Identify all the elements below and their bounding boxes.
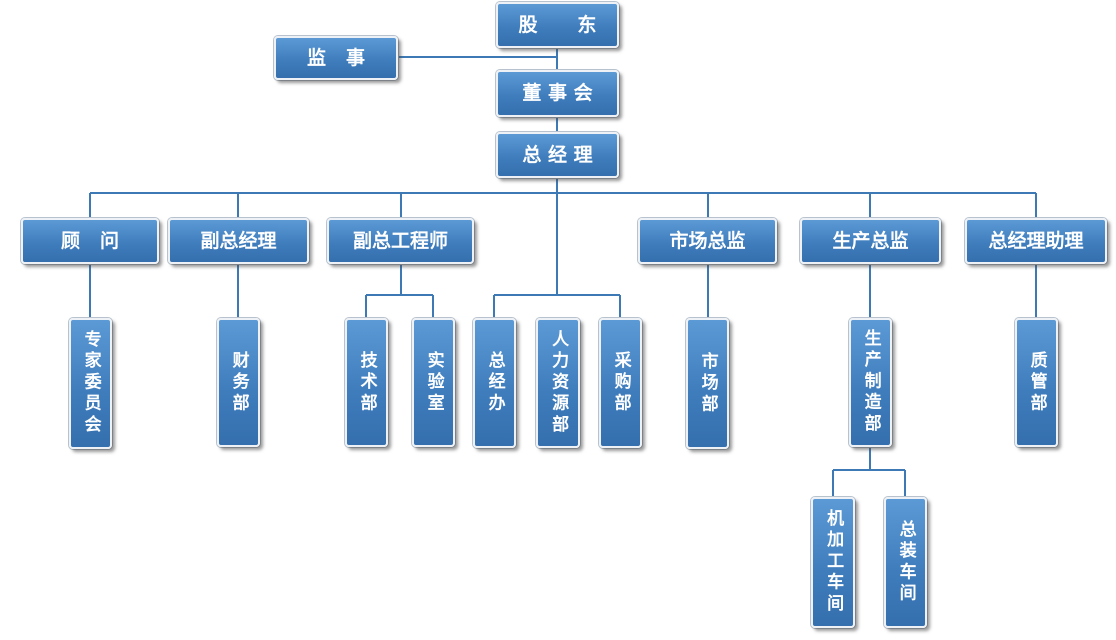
production-director-label: 生产总监: [832, 229, 909, 252]
assembly-workshop-label: 总装车间: [895, 520, 916, 605]
gm-assistant-label: 总经理助理: [988, 229, 1084, 252]
advisor-box: 顾 问: [21, 218, 159, 264]
gm-office-box: 总经办: [473, 318, 516, 448]
marketing-dept-label: 市场部: [697, 351, 718, 416]
board-box: 董 事 会: [496, 70, 619, 117]
hr-dept-box: 人力资源部: [536, 318, 580, 448]
quality-dept-label: 质管部: [1026, 350, 1047, 415]
production-manufacturing-dept-box: 生产制造部: [849, 318, 892, 447]
gm-assistant-box: 总经理助理: [965, 218, 1107, 264]
hr-dept-label: 人力资源部: [548, 329, 569, 437]
production-manufacturing-dept-label: 生产制造部: [860, 329, 881, 436]
deputy-gm-label: 副总经理: [200, 229, 277, 252]
deputy-chief-engineer-label: 副总工程师: [352, 229, 448, 252]
marketing-dept-box: 市场部: [686, 318, 729, 449]
technology-dept-box: 技术部: [345, 318, 388, 447]
laboratory-box: 实验室: [412, 318, 455, 447]
finance-dept-box: 财务部: [217, 318, 260, 447]
laboratory-label: 实验室: [423, 350, 444, 415]
advisor-label: 顾 问: [61, 229, 126, 252]
board-label: 董 事 会: [522, 82, 593, 104]
expert-committee-label: 专家委员会: [80, 330, 101, 437]
marketing-director-label: 市场总监: [669, 229, 746, 252]
finance-dept-label: 财务部: [228, 350, 249, 415]
gm-office-label: 总经办: [484, 351, 505, 415]
machining-workshop-box: 机加工车间: [811, 497, 855, 628]
production-director-box: 生产总监: [800, 218, 941, 264]
general-manager-box: 总 经 理: [496, 132, 619, 178]
supervisor-box: 监 事: [274, 36, 398, 80]
assembly-workshop-box: 总装车间: [884, 497, 927, 628]
marketing-director-box: 市场总监: [638, 218, 777, 264]
procurement-dept-box: 采购部: [599, 318, 642, 448]
deputy-gm-box: 副总经理: [168, 218, 309, 264]
shareholders-box: 股 东: [496, 2, 619, 48]
procurement-dept-label: 采购部: [610, 351, 631, 415]
deputy-chief-engineer-box: 副总工程师: [327, 218, 474, 264]
general-manager-label: 总 经 理: [522, 143, 593, 166]
expert-committee-box: 专家委员会: [69, 318, 112, 449]
quality-dept-box: 质管部: [1015, 318, 1058, 447]
machining-workshop-label: 机加工车间: [823, 509, 844, 616]
technology-dept-label: 技术部: [356, 350, 377, 415]
shareholders-label: 股 东: [518, 13, 607, 36]
supervisor-label: 监 事: [307, 46, 372, 69]
